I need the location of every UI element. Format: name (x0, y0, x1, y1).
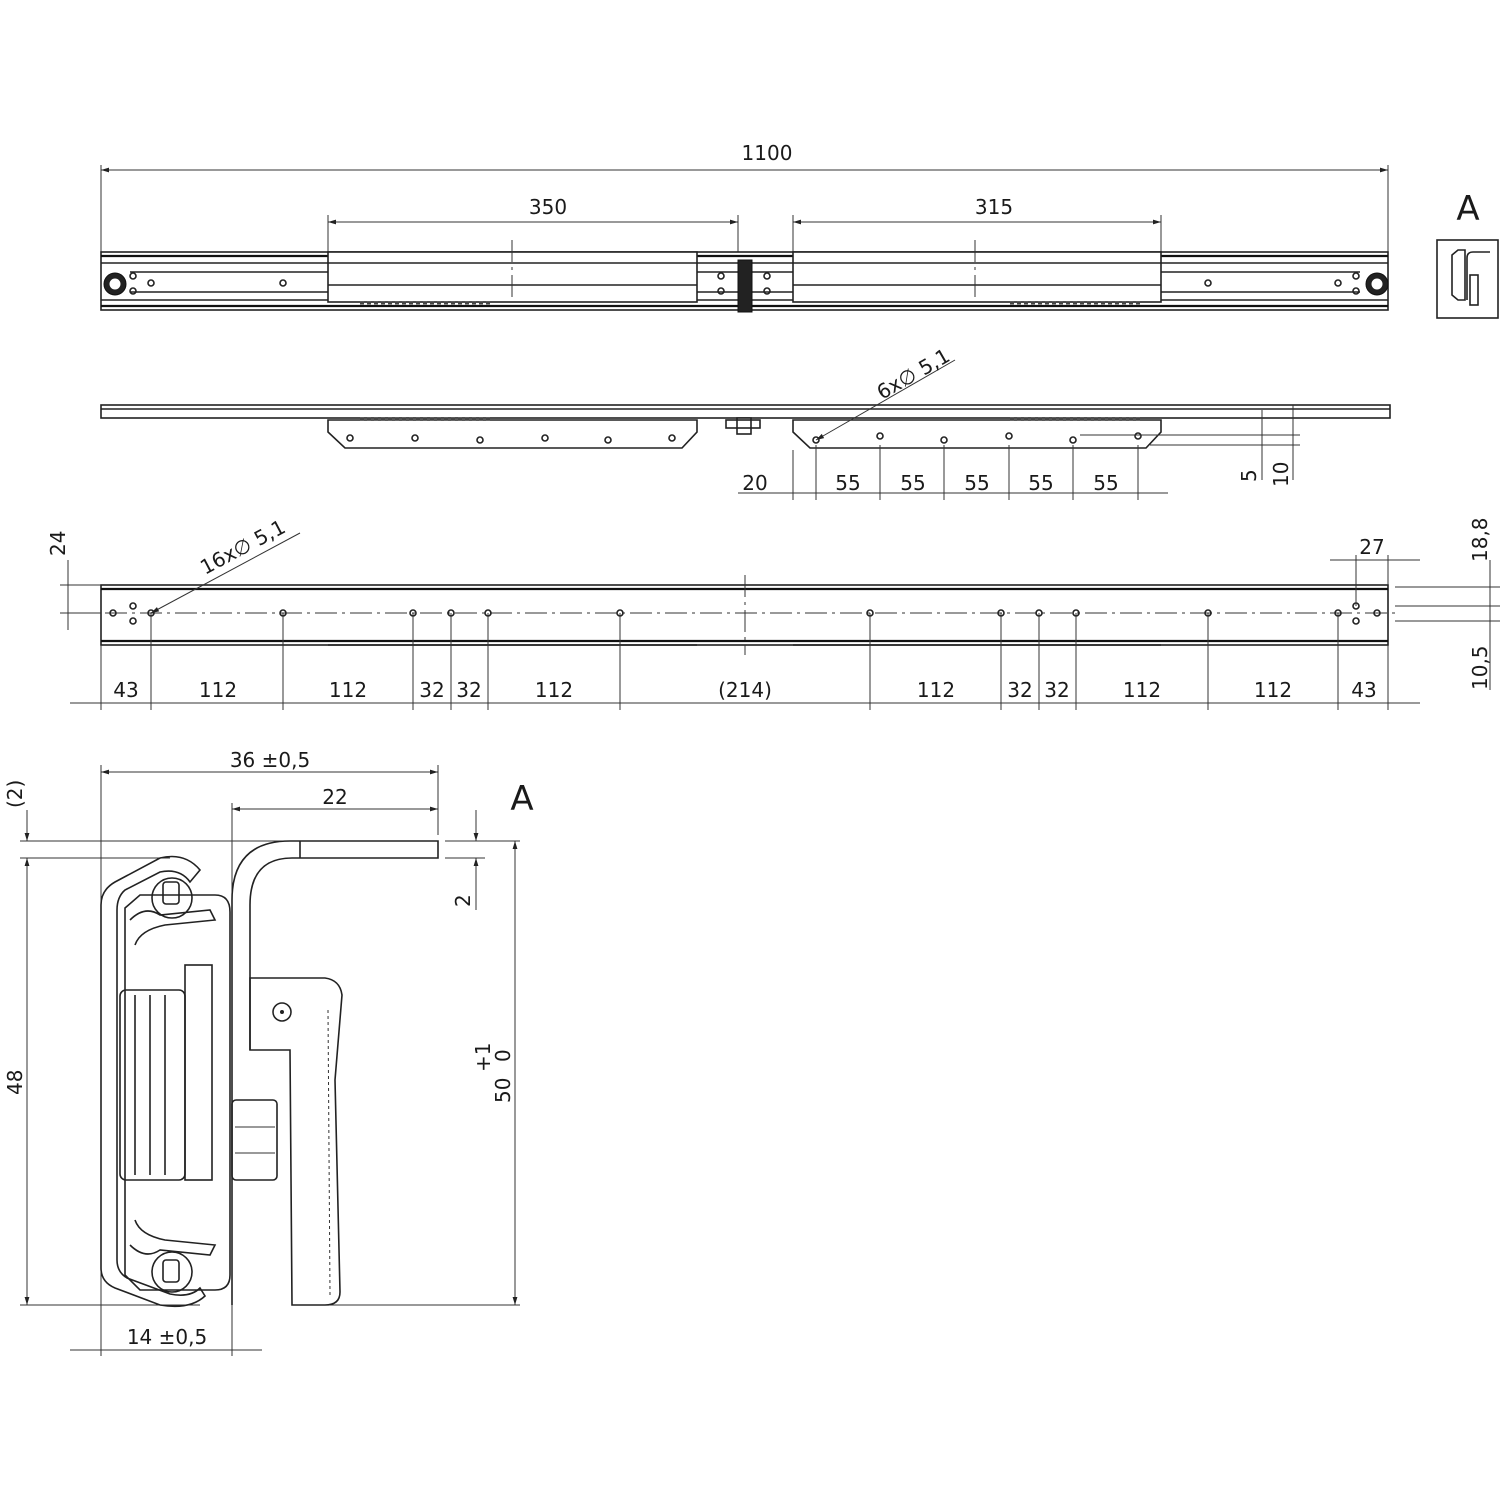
side-dim-55: 55 (835, 471, 860, 495)
inner-member (184, 964, 213, 1181)
bottom-dim: 112 (1123, 678, 1161, 702)
bottom-dim-24: 24 (46, 531, 70, 556)
hex-nut (231, 1099, 278, 1181)
detail-marker-label: A (1456, 189, 1479, 229)
bottom-view: 16x∅ 5,1 24 27 18,8 10,5 43 112 112 32 3… (46, 515, 1500, 710)
bottom-dim: 43 (113, 678, 138, 702)
dim-arm-length: 22 (322, 785, 347, 809)
l-bracket (231, 840, 439, 1305)
top-view: 1100 350 315 A (100, 141, 1499, 319)
bottom-dim-27: 27 (1359, 535, 1384, 559)
dim-tol-upper: +1 (471, 1043, 495, 1072)
section-a-label: A (510, 779, 533, 819)
outer-profile (100, 855, 207, 1308)
bottom-dim: 32 (1044, 678, 1069, 702)
right-bracket (792, 419, 1162, 449)
side-dim-55: 55 (964, 471, 989, 495)
dim-arm-thickness: 2 (451, 894, 475, 907)
dim-overall-length: 1100 (742, 141, 793, 165)
dim-width-total: 36 ±0,5 (230, 748, 310, 772)
dim-left-member: 350 (529, 195, 567, 219)
bottom-dim: 112 (199, 678, 237, 702)
detail-a-thumbnail[interactable] (1436, 239, 1499, 319)
middle-member (124, 894, 231, 1291)
ball-cage (119, 989, 186, 1181)
side-rail (100, 404, 1391, 419)
dim-height-total: 50 (491, 1078, 515, 1103)
bottom-dim: 32 (1007, 678, 1032, 702)
dim-height: 48 (3, 1070, 27, 1095)
bottom-dim: 32 (419, 678, 444, 702)
section-a-view: A 36 ±0,5 22 (2) 2 48 50 +1 0 14 ±0,5 (3, 748, 534, 1356)
side-view: 6x∅ 5,1 20 55 55 55 55 55 5 10 (100, 343, 1391, 500)
center-latch (737, 259, 753, 313)
dim-tol-lower: 0 (491, 1049, 515, 1062)
bottom-dim: 32 (456, 678, 481, 702)
bottom-hole-callout: 16x∅ 5,1 (196, 515, 289, 580)
bottom-dim-18-8: 18,8 (1468, 517, 1492, 562)
bottom-dim: 112 (1254, 678, 1292, 702)
side-dim-55: 55 (900, 471, 925, 495)
side-dim-10: 10 (1269, 462, 1293, 487)
roller-lower (151, 1251, 193, 1293)
side-dim-55: 55 (1028, 471, 1053, 495)
dim-top-offset: (2) (3, 780, 27, 808)
bottom-dim-reference: (214) (718, 678, 772, 702)
right-inner-member (792, 251, 1162, 303)
dim-base-width: 14 ±0,5 (127, 1325, 207, 1349)
side-dim-5: 5 (1237, 469, 1261, 482)
dim-right-member: 315 (975, 195, 1013, 219)
side-hole-callout: 6x∅ 5,1 (873, 343, 954, 404)
bottom-dim: 43 (1351, 678, 1376, 702)
bottom-dim: 112 (917, 678, 955, 702)
bottom-dim-10-5: 10,5 (1468, 645, 1492, 690)
side-dim-55: 55 (1093, 471, 1118, 495)
roller-upper (151, 877, 193, 919)
bottom-dim: 112 (329, 678, 367, 702)
bottom-dim: 112 (535, 678, 573, 702)
side-dim-20: 20 (742, 471, 767, 495)
left-bracket (327, 419, 698, 449)
release-handle[interactable] (249, 977, 343, 1306)
